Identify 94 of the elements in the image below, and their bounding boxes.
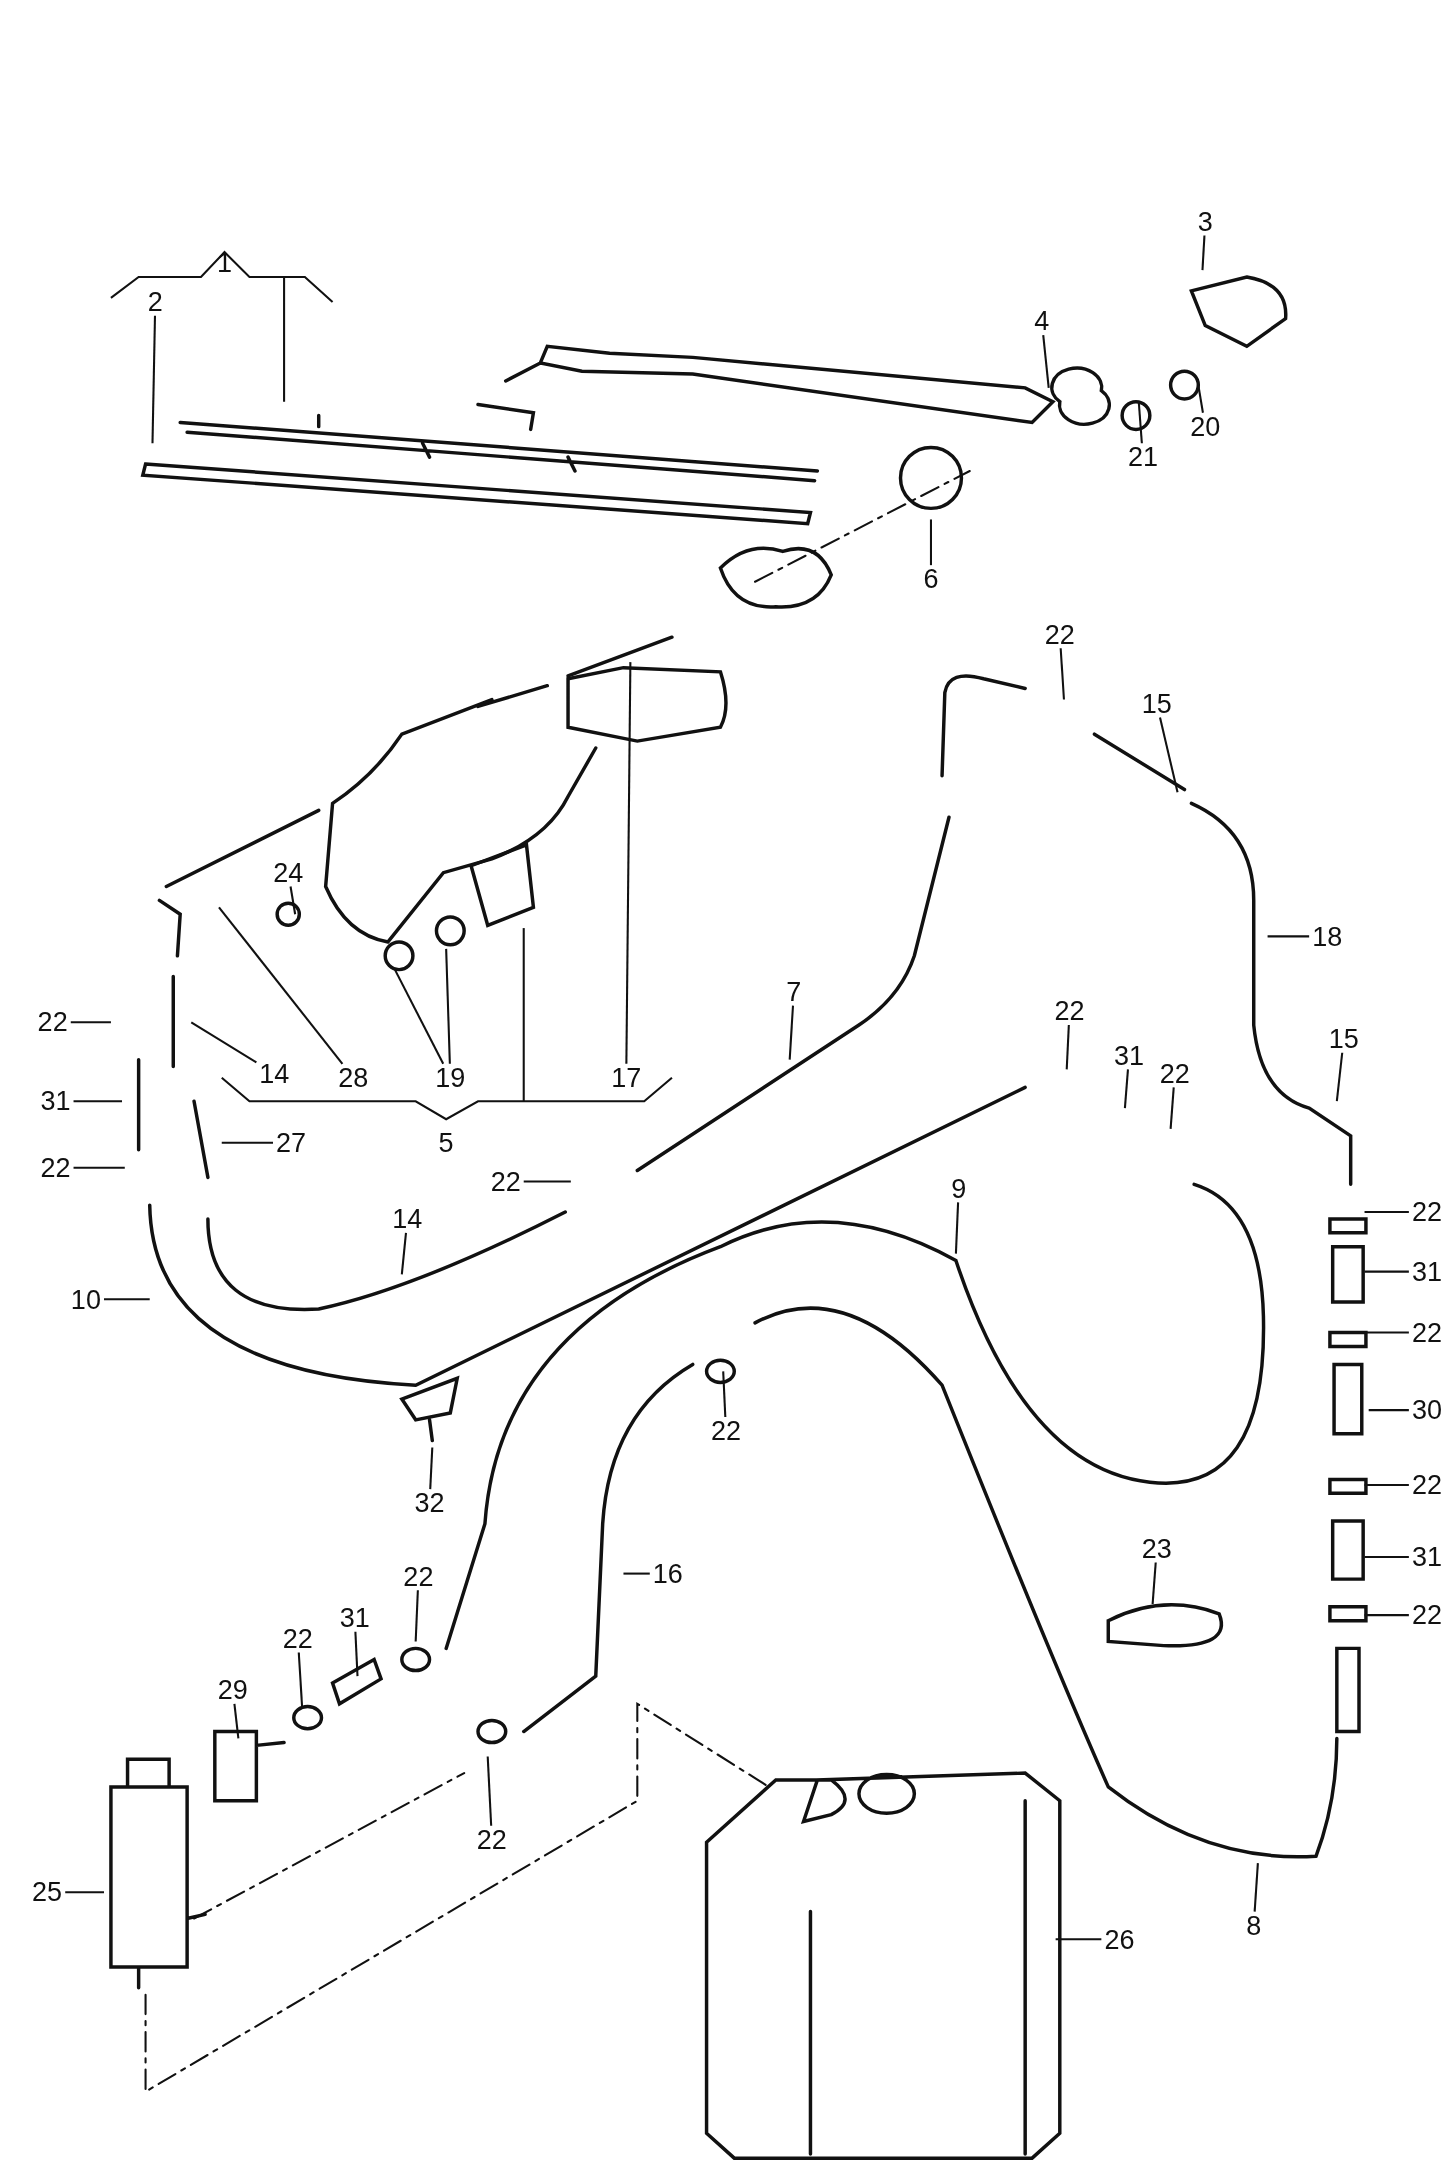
callout-number: 18 xyxy=(1312,923,1343,951)
callout-number: 24 xyxy=(273,859,304,887)
leader-line xyxy=(1059,648,1065,700)
callout-number: 17 xyxy=(611,1064,642,1092)
leader-line xyxy=(289,886,297,915)
leader-line xyxy=(523,1180,571,1183)
leader-line xyxy=(788,1005,795,1060)
leader-line xyxy=(445,948,451,1064)
callout-number: 25 xyxy=(32,1879,63,1906)
callout-number: 10 xyxy=(70,1286,101,1313)
callout-number: 7 xyxy=(786,978,802,1006)
leader-line xyxy=(151,315,157,444)
callout-number: 20 xyxy=(1190,413,1221,441)
callout-number: 15 xyxy=(1141,690,1172,718)
leader-line xyxy=(73,1166,125,1169)
leader-line xyxy=(65,1891,104,1894)
callout-number: 29 xyxy=(217,1676,248,1704)
callout-number: 14 xyxy=(392,1205,423,1233)
callout-number: 22 xyxy=(710,1417,741,1445)
callout-number: 22 xyxy=(1411,1601,1442,1629)
callout-number: 14 xyxy=(259,1060,290,1088)
callout-number: 31 xyxy=(1411,1543,1442,1571)
callout-number: 5 xyxy=(438,1129,454,1157)
leader-line xyxy=(1335,1052,1344,1102)
leader-line xyxy=(1364,1555,1409,1558)
callout-number: 22 xyxy=(1411,1198,1442,1226)
leader-line xyxy=(1065,1025,1070,1070)
leader-line xyxy=(297,1652,304,1707)
callout-number: 19 xyxy=(435,1064,466,1092)
leader-line xyxy=(354,1631,359,1677)
callout-number: 8 xyxy=(1246,1912,1262,1940)
callout-number: 31 xyxy=(339,1604,370,1632)
leader-line xyxy=(1137,401,1143,444)
callout-number: 26 xyxy=(1104,1926,1135,1954)
callout-number: 22 xyxy=(1159,1060,1190,1088)
leader-line xyxy=(233,1703,240,1739)
callout-number: 31 xyxy=(1411,1258,1442,1286)
leader-line xyxy=(104,1298,150,1301)
leader-line xyxy=(722,1371,727,1418)
callout-number: 31 xyxy=(1114,1042,1145,1070)
leader-line xyxy=(1169,1087,1175,1130)
leader-line xyxy=(1364,1614,1409,1617)
leader-line xyxy=(1042,335,1050,388)
leader-line xyxy=(414,1590,419,1642)
leader-line xyxy=(73,1100,122,1103)
callout-number: 32 xyxy=(414,1489,445,1517)
callout-number: 2 xyxy=(147,288,163,316)
leader-line xyxy=(221,1141,273,1144)
callout-number: 22 xyxy=(403,1563,434,1591)
leader-line xyxy=(1267,935,1310,938)
leader-line xyxy=(1253,1863,1259,1912)
leader-line xyxy=(1151,1562,1157,1605)
leader-line xyxy=(1364,1483,1409,1486)
callout-number: 27 xyxy=(275,1129,306,1157)
leader-line xyxy=(1123,1069,1129,1109)
leader-line xyxy=(70,1021,111,1024)
leader-line xyxy=(1197,384,1204,413)
leader-line xyxy=(218,906,344,1065)
callout-number: 22 xyxy=(1054,997,1085,1025)
callout-number: 21 xyxy=(1127,443,1158,471)
callout-number: 22 xyxy=(37,1008,68,1036)
leader-line xyxy=(929,519,932,566)
callout-number: 9 xyxy=(951,1175,967,1203)
callout-number: 22 xyxy=(40,1154,71,1182)
leader-line xyxy=(190,1021,257,1064)
leader-line xyxy=(954,1202,960,1254)
callout-number: 15 xyxy=(1328,1025,1359,1053)
callout-number: 22 xyxy=(1044,621,1075,648)
leader-line xyxy=(1364,1211,1409,1214)
callout-number: 22 xyxy=(476,1826,507,1854)
leader-line xyxy=(1364,1331,1409,1334)
leader-line xyxy=(486,1756,493,1826)
callout-number: 22 xyxy=(1411,1319,1442,1347)
callout-number: 30 xyxy=(1411,1396,1442,1424)
leader-line xyxy=(1364,1270,1409,1273)
callout-number: 16 xyxy=(652,1560,683,1588)
leader-line xyxy=(1201,235,1206,271)
callout-number: 4 xyxy=(1034,307,1050,335)
leader-line xyxy=(1159,717,1179,793)
callout-number: 23 xyxy=(1141,1535,1172,1563)
leader-line xyxy=(429,1447,434,1490)
leader-line xyxy=(400,1232,407,1275)
leader-line xyxy=(1368,1409,1409,1412)
callout-number: 22 xyxy=(282,1625,313,1653)
callout-number: 6 xyxy=(923,565,939,593)
callout-number: 22 xyxy=(490,1168,521,1196)
leader-line xyxy=(625,662,632,1064)
callout-number: 28 xyxy=(338,1064,369,1092)
callout-number: 3 xyxy=(1197,208,1213,236)
leader-line xyxy=(623,1572,650,1575)
callout-number: 22 xyxy=(1411,1471,1442,1499)
leader-line xyxy=(1055,1938,1102,1941)
callout-number: 31 xyxy=(40,1087,71,1115)
leader-line xyxy=(393,969,445,1065)
